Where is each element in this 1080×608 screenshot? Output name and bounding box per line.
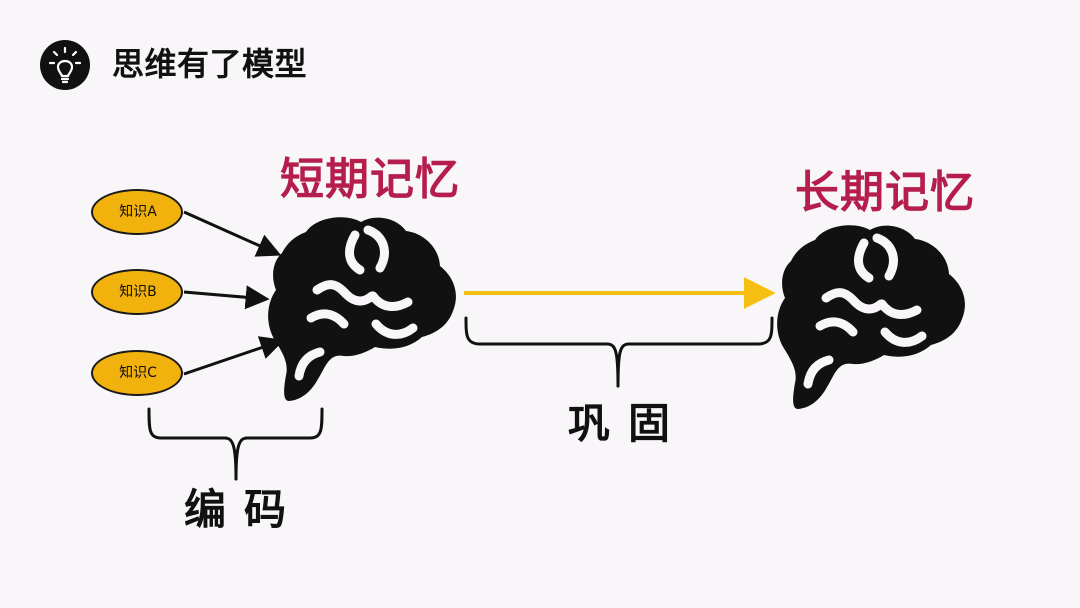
knowledge-arrow-a <box>183 210 282 257</box>
page-title: 思维有了模型 <box>112 45 308 83</box>
lightbulb-icon <box>40 40 90 90</box>
knowledge-node-b: 知识B <box>91 269 183 315</box>
long-term-memory-title: 长期记忆 <box>795 167 975 218</box>
knowledge-node-b-label: 知识B <box>119 284 157 300</box>
encoding-bracket <box>147 407 324 481</box>
encoding-label: 编码 <box>184 485 305 534</box>
knowledge-node-c: 知识C <box>91 350 183 396</box>
long-term-brain-icon <box>777 225 965 409</box>
knowledge-node-c-label: 知识C <box>119 365 157 381</box>
knowledge-node-a-label: 知识A <box>119 204 157 220</box>
knowledge-arrow-b <box>183 285 270 310</box>
consolidation-bracket <box>464 316 774 388</box>
knowledge-arrow-c <box>183 336 285 376</box>
knowledge-node-a: 知识A <box>91 189 183 235</box>
short-term-memory-title: 短期记忆 <box>280 154 460 205</box>
short-term-brain-icon <box>268 217 456 401</box>
consolidation-label: 巩固 <box>568 399 689 448</box>
